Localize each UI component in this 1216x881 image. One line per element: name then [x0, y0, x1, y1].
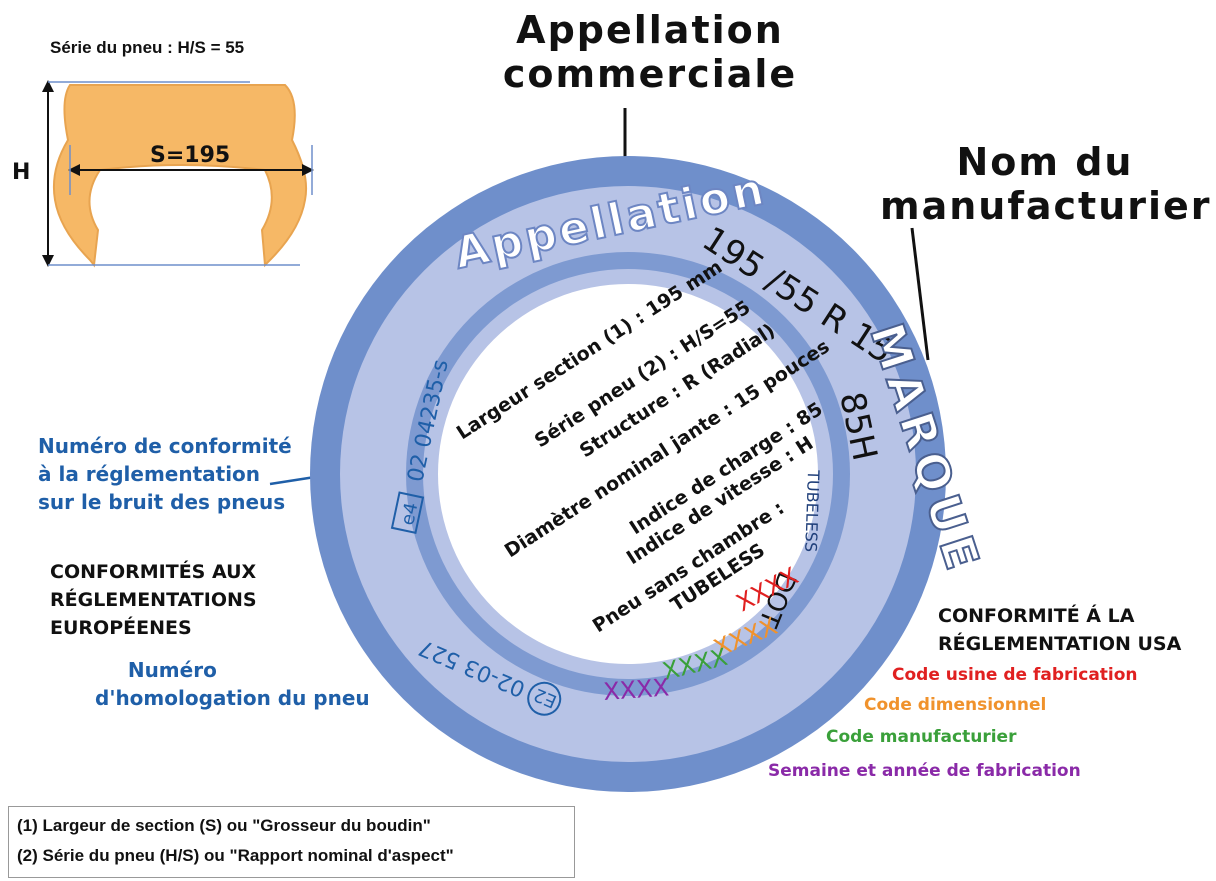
code-week-year-label: Semaine et année de fabrication: [768, 761, 1081, 781]
s-label: S=195: [150, 143, 231, 168]
note-noise-line3: sur le bruit des pneus: [38, 490, 286, 514]
homologation-mark-circle: [527, 681, 562, 716]
title-manufacturer-line2: manufacturier: [880, 184, 1212, 228]
h-label: H: [12, 160, 31, 185]
note-homologation-line1: Numéro: [127, 658, 217, 682]
code-factory-label: Code usine de fabrication: [892, 665, 1138, 685]
note-noise-line2: à la réglementation: [38, 462, 261, 486]
note-eu-conformity: CONFORMITÉS AUX RÉGLEMENTATIONS EUROPÉEN…: [50, 558, 257, 642]
note-eu-line1: CONFORMITÉS AUX: [50, 561, 257, 583]
series-label: Série du pneu : H/S = 55: [50, 38, 245, 57]
tire-tubeless: TUBELESS: [801, 469, 823, 553]
note-usa-line1: CONFORMITÉ Á LA: [938, 605, 1135, 627]
dot-code-4: XXXX: [602, 673, 670, 706]
tire-profile-shape: [52, 84, 308, 268]
note-homologation: Numéro d'homologation du pneu: [95, 656, 370, 712]
footnotes-box: (1) Largeur de section (S) ou "Grosseur …: [8, 806, 575, 878]
note-eu-line2: RÉGLEMENTATIONS: [50, 589, 257, 611]
title-commercial: Appellation commerciale: [480, 8, 820, 96]
code-manufacturer-label: Code manufacturier: [826, 727, 1017, 747]
title-commercial-line2: commerciale: [502, 52, 798, 96]
tire-center: [438, 284, 818, 664]
noise-mark-box: [390, 491, 425, 534]
note-usa-line2: RÉGLEMENTATION USA: [938, 633, 1182, 655]
note-usa-conformity: CONFORMITÉ Á LA RÉGLEMENTATION USA: [938, 602, 1181, 658]
footnote-1: (1) Largeur de section (S) ou "Grosseur …: [17, 816, 431, 835]
note-eu-line3: EUROPÉENES: [50, 617, 192, 639]
note-homologation-line2: d'homologation du pneu: [95, 686, 370, 710]
noise-mark: e4: [397, 501, 422, 527]
title-manufacturer: Nom du manufacturier: [880, 140, 1210, 228]
title-commercial-line1: Appellation: [516, 8, 784, 52]
note-noise-conformity: Numéro de conformité à la réglementation…: [38, 432, 292, 516]
footnote-2: (2) Série du pneu (H/S) ou "Rapport nomi…: [17, 846, 454, 865]
title-manufacturer-line1: Nom du: [956, 140, 1134, 184]
tire-profile-diagram: [42, 80, 314, 268]
note-noise-line1: Numéro de conformité: [38, 434, 292, 458]
code-dimension-label: Code dimensionnel: [864, 695, 1047, 715]
leader-manufacturer: [910, 227, 930, 361]
